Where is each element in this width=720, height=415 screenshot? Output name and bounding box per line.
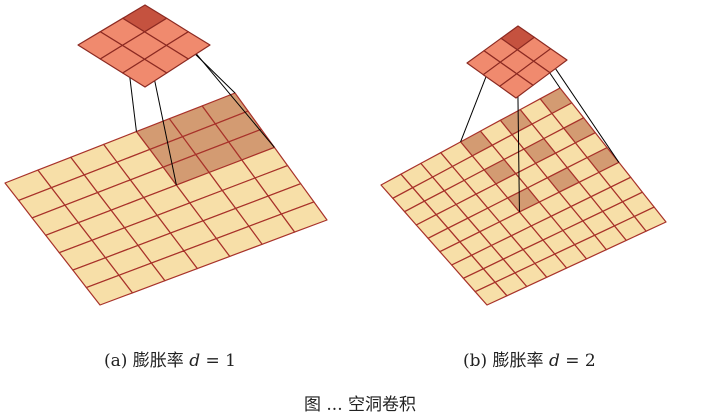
caption-suffix: = 2 [559,351,596,371]
caption-prefix: (a) 膨胀率 [104,351,190,371]
caption-dilation-2: (b) 膨胀率 d = 2 [463,346,596,371]
output-grid [466,25,568,99]
caption-suffix: = 1 [200,351,236,371]
caption-dilation-1: (a) 膨胀率 d = 1 [104,346,236,371]
output-cell [122,58,168,88]
panel-dilation-1 [4,4,328,306]
figure-title: 图 ... 空洞卷积 [303,395,417,415]
input-grid [4,92,328,306]
input-cell [474,281,508,306]
panel-dilation-2 [380,25,667,306]
caption-variable: d [189,351,201,371]
output-cell [499,73,534,99]
input-cell [85,274,133,306]
output-grid [77,4,211,88]
input-grid [380,87,667,306]
caption-prefix: (b) 膨胀率 [463,351,549,371]
caption-variable: d [548,351,560,371]
